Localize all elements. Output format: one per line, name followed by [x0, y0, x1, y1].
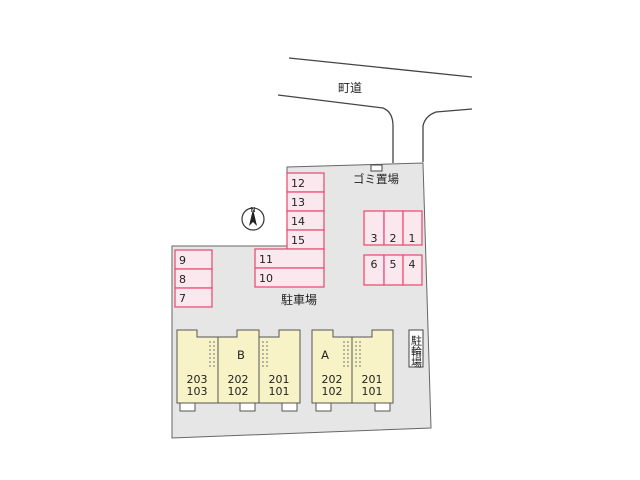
- garbage-label: ゴミ置場: [353, 172, 399, 186]
- road-edge-bottom: [277, 94, 394, 163]
- building-b-entry-2: [239, 402, 256, 412]
- parking-label-5: 5: [390, 258, 397, 271]
- building-b-entry-3: [281, 402, 298, 412]
- parking-label-15: 15: [291, 234, 305, 247]
- parking-label-4: 4: [409, 258, 416, 271]
- parking-label-13: 13: [291, 196, 305, 209]
- parking-label-3: 3: [371, 232, 378, 245]
- parking-label-12: 12: [291, 177, 305, 190]
- parking-label-11: 11: [259, 253, 273, 266]
- parking-label-7: 7: [179, 292, 186, 305]
- unit-b-103: 103: [187, 385, 208, 398]
- unit-b-102: 102: [228, 385, 249, 398]
- building-b: [176, 329, 301, 412]
- parking-space-1: [402, 210, 423, 246]
- unit-a-202: 202: [322, 373, 343, 386]
- building-a-entry-1: [315, 402, 332, 412]
- parking-label-6: 6: [371, 258, 378, 271]
- parking-label-14: 14: [291, 215, 305, 228]
- parking-label-2: 2: [390, 232, 397, 245]
- building-a-stairs: [343, 341, 361, 368]
- road-edge-top: [288, 57, 473, 78]
- building-b-unit-labels: 203 103 202 102 201 101: [187, 373, 290, 398]
- parking-space-7: [174, 287, 213, 308]
- bicycle-parking-area: [408, 329, 424, 368]
- road-label: 町道: [338, 81, 362, 95]
- parking-label-9: 9: [179, 254, 186, 267]
- building-a-entry-2: [374, 402, 391, 412]
- north-arrow-icon: N: [241, 206, 265, 231]
- building-a-unit-labels: 202 102 201 101: [322, 373, 383, 398]
- unit-b-101: 101: [269, 385, 290, 398]
- unit-a-102: 102: [322, 385, 343, 398]
- building-b-entry-1: [179, 402, 196, 412]
- parking-label-1: 1: [409, 232, 416, 245]
- bicycle-parking-label: 駐輪場: [410, 334, 423, 369]
- unit-b-203: 203: [187, 373, 208, 386]
- building-b-stairs: [209, 341, 268, 368]
- unit-b-201: 201: [269, 373, 290, 386]
- parking-area-label: 駐車場: [281, 292, 317, 307]
- building-a: [311, 329, 394, 412]
- building-b-label: B: [237, 348, 245, 362]
- garbage-box-icon: [370, 164, 383, 172]
- parking-label-10: 10: [259, 272, 273, 285]
- road: [277, 57, 473, 163]
- unit-a-201: 201: [362, 373, 383, 386]
- compass-label: N: [250, 206, 255, 214]
- parking-space-4: [402, 254, 423, 286]
- parking-label-8: 8: [179, 273, 186, 286]
- road-edge-right: [422, 108, 473, 162]
- unit-b-202: 202: [228, 373, 249, 386]
- parking-space-labels: 12 13 14 15 11 10 9 8 7 3 2 1 6 5 4: [179, 177, 416, 305]
- building-a-label: A: [321, 348, 329, 362]
- unit-a-101: 101: [362, 385, 383, 398]
- parking-space-10: [254, 267, 325, 288]
- parking-spaces: [174, 172, 423, 308]
